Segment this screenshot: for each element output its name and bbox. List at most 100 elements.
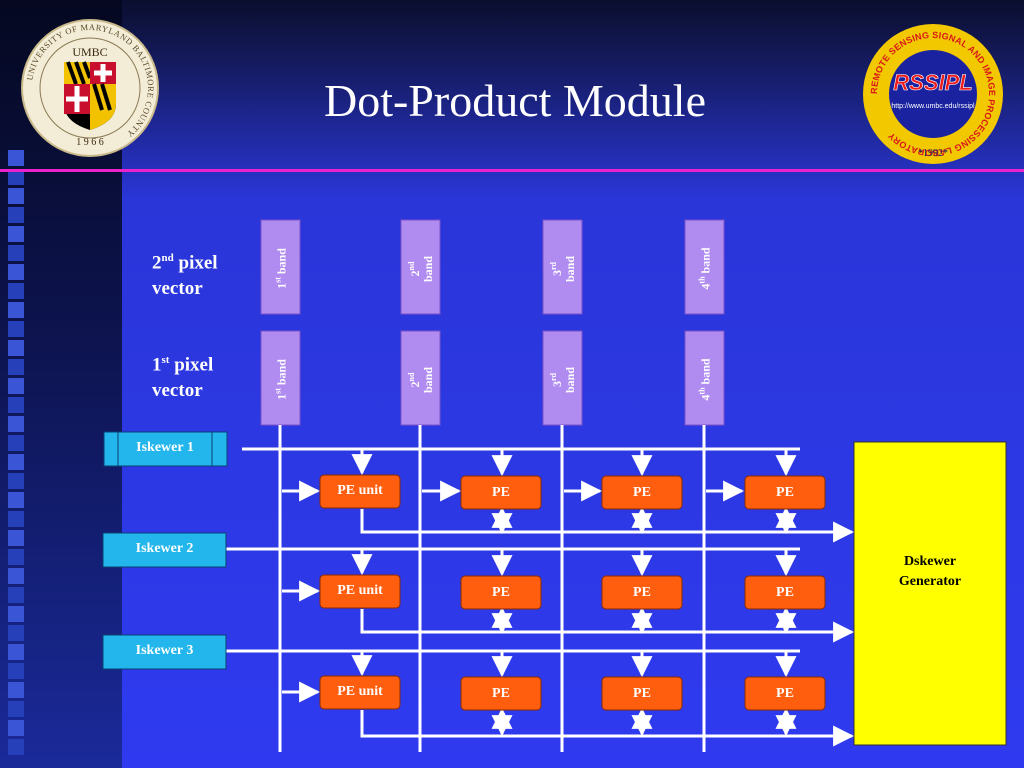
decorative-square	[8, 188, 24, 204]
decorative-square	[8, 663, 24, 679]
pe-unit-label: PE unit	[337, 483, 383, 498]
band-label-4: 4th band	[696, 229, 713, 309]
vertical-wires	[278, 425, 706, 752]
pe-box-r3c3	[601, 676, 683, 711]
band-box-2	[400, 330, 441, 426]
pe-wiring	[282, 449, 855, 747]
decorative-square	[8, 169, 24, 185]
band-ordinal: 4	[698, 283, 713, 290]
iskewer-boxes	[102, 431, 228, 670]
band-row-2nd-vector	[260, 219, 725, 315]
iskewer-label-3: Iskewer 3	[135, 643, 194, 658]
decorative-square	[8, 321, 24, 337]
generator-line-2: Generator	[898, 574, 962, 589]
band-word: band	[421, 366, 435, 394]
band-suffix: nd	[407, 261, 416, 271]
band-suffix: rd	[549, 373, 558, 381]
umbc-name: UMBC	[72, 45, 107, 59]
band-word: band	[563, 255, 577, 283]
rssipl-name: RSSIPL	[893, 70, 972, 95]
decorative-square	[8, 435, 24, 451]
slide-title: Dot-Product Module	[323, 75, 706, 126]
band-ordinal: 3	[550, 381, 564, 387]
band-suffix: nd	[407, 372, 416, 382]
pe-box-r3c4	[744, 676, 826, 711]
pe-unit-box-r2	[319, 574, 401, 609]
band-box-1	[260, 219, 301, 315]
decorative-square	[8, 378, 24, 394]
pe-box-r1c3	[601, 475, 683, 510]
iskewer-label-2: Iskewer 2	[135, 541, 194, 556]
pe-unit-box-r3	[319, 675, 401, 710]
decorative-square	[8, 606, 24, 622]
decorative-square	[8, 340, 24, 356]
umbc-logo: UNIVERSITY OF MARYLAND BALTIMORE COUNTY …	[21, 19, 159, 157]
decorative-square	[8, 492, 24, 508]
band-ordinal: 4	[698, 394, 713, 401]
decorative-square	[8, 302, 24, 318]
rssipl-year: *1992*	[918, 148, 948, 159]
vector-word: pixel	[173, 252, 218, 274]
iskewer-box-1	[103, 431, 228, 467]
band-box-3	[542, 219, 583, 315]
vector-label-1st: 1st pixel vector	[152, 347, 213, 404]
decorative-square	[8, 454, 24, 470]
vector-word-2: vector	[152, 278, 203, 300]
pe-unit-label: PE unit	[337, 583, 383, 598]
decorative-square	[8, 207, 24, 223]
decorative-square	[8, 150, 24, 166]
band-suffix: th	[697, 276, 707, 284]
title-divider-line	[0, 169, 1024, 172]
pe-label: PE	[633, 585, 651, 600]
decorative-square	[8, 359, 24, 375]
pe-box-r1c2	[460, 475, 542, 510]
pe-label: PE	[492, 485, 510, 500]
decorative-square	[8, 625, 24, 641]
iskewer-box-2	[102, 532, 227, 568]
decorative-square	[8, 473, 24, 489]
decorative-square	[8, 644, 24, 660]
decorative-square	[8, 701, 24, 717]
vector-ordinal: 2	[152, 252, 162, 274]
decorative-square	[8, 264, 24, 280]
iskewer-label-1: Iskewer 1	[136, 440, 194, 455]
decorative-square	[8, 397, 24, 413]
iskewer-box-3	[102, 634, 227, 670]
pe-label: PE	[776, 585, 794, 600]
vector-word: pixel	[169, 354, 214, 376]
band-ordinal: 3	[550, 270, 564, 276]
decorative-square	[8, 245, 24, 261]
pe-box-r2c3	[601, 575, 683, 610]
decorative-square	[8, 416, 24, 432]
pe-label: PE	[776, 686, 794, 701]
pe-unit-label: PE unit	[337, 684, 383, 699]
vector-label-2nd: 2nd pixel vector	[152, 245, 218, 302]
maryland-flag-shield-icon	[64, 61, 116, 130]
band-box-4	[684, 219, 725, 315]
band-ordinal: 1	[274, 393, 289, 400]
band-word: band	[274, 359, 289, 389]
band-word: band	[274, 248, 289, 278]
band-word: band	[698, 247, 713, 277]
pe-label: PE	[776, 485, 794, 500]
iskewer-lines	[226, 447, 800, 653]
band-ordinal: 2	[408, 381, 422, 388]
band-word: band	[698, 358, 713, 388]
band-suffix: th	[697, 387, 707, 395]
band-row-1st-vector	[260, 330, 725, 426]
band-ordinal: 2	[408, 270, 422, 277]
decorative-square	[8, 568, 24, 584]
umbc-year: 1 9 6 6	[76, 137, 104, 148]
band-box-1	[260, 330, 301, 426]
band-suffix: rd	[549, 262, 558, 270]
pe-box-r1c4	[744, 475, 826, 510]
decorative-square	[8, 720, 24, 736]
decorative-square	[8, 739, 24, 755]
band-word: band	[563, 366, 577, 394]
vector-ordinal-suffix: nd	[161, 252, 174, 264]
pe-label: PE	[492, 686, 510, 701]
rssipl-url: http://www.umbc.edu/rssipl	[891, 103, 975, 110]
